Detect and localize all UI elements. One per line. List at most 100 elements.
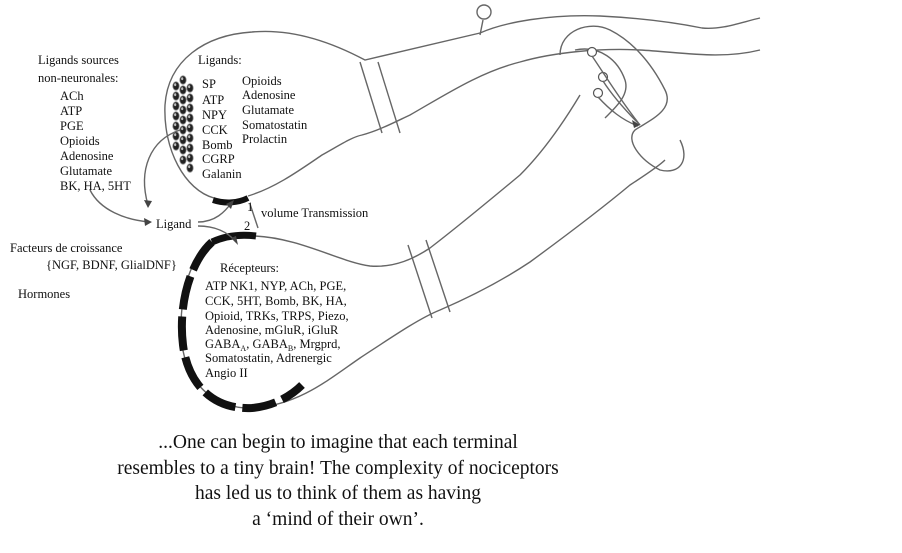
vesicle: [186, 83, 194, 93]
vesicle: [172, 81, 180, 91]
upper-ligand-item-col2: Glutamate: [242, 103, 295, 117]
gaba-b-text: , GABA: [246, 337, 288, 351]
volume-number-1: 1: [247, 200, 253, 214]
receptors-title: Récepteurs:: [220, 261, 279, 275]
spinal-cord-outline: [559, 25, 685, 172]
upper-axon-break-2: [377, 61, 401, 134]
upper-ligand-item-col2: Somatostatin: [242, 118, 308, 132]
vesicle-highlight: [188, 85, 191, 89]
vesicle-highlight: [181, 147, 184, 151]
ganglion-cell-body: [476, 4, 492, 20]
upper-ligand-item-col2: Opioids: [242, 74, 282, 88]
upper-terminal-lower-edge: [247, 48, 761, 197]
vesicle-highlight: [174, 83, 177, 87]
left-sources-title-1: Ligands sources: [38, 53, 119, 67]
spinal-neuron-3: [592, 87, 604, 99]
receptors-line-gaba: GABAA, GABAB, Mrgprd,: [205, 337, 341, 353]
receptors-line: Angio II: [205, 366, 248, 380]
volume-transmission-connector: [249, 203, 259, 229]
upper-ligand-item: SP: [202, 77, 216, 91]
vesicle: [172, 121, 180, 131]
lower-axon-break-2: [425, 239, 451, 313]
vesicle-highlight: [174, 123, 177, 127]
vesicle: [179, 145, 187, 155]
left-source-item: ACh: [60, 89, 84, 103]
vesicle-highlight: [181, 107, 184, 111]
vesicle: [172, 111, 180, 121]
hormones-label: Hormones: [18, 287, 70, 301]
upper-ligand-item-col2: Prolactin: [242, 132, 288, 146]
spinal-arrowhead: [632, 120, 640, 128]
volume-number-2: 2: [244, 219, 250, 233]
arrow-vesicle-release: [143, 129, 181, 206]
arrowhead-to-lower-membrane: [231, 236, 238, 245]
receptors-line: Adenosine, mGluR, iGluR: [205, 323, 339, 337]
vesicle: [186, 103, 194, 113]
left-sources-title-2: non-neuronales:: [38, 71, 119, 85]
spinal-fiber-2: [602, 80, 641, 126]
gaba-a-text: GABA: [205, 337, 240, 351]
receptors-line: Somatostatin, Adrenergic: [205, 351, 332, 365]
left-source-item: ATP: [60, 104, 82, 118]
upper-ligand-item: CCK: [202, 123, 228, 137]
vesicle-highlight: [174, 113, 177, 117]
vesicle: [179, 75, 187, 85]
spinal-neuron-1: [586, 46, 598, 58]
upper-terminal-outline: [164, 15, 761, 199]
vesicle-highlight: [181, 157, 184, 161]
vesicle-highlight: [188, 145, 191, 149]
upper-ligand-item: ATP: [202, 93, 224, 107]
gaba-a-subscript: A: [240, 344, 246, 353]
receptors-line: ATP NK1, NYP, ACh, PGE,: [205, 279, 346, 293]
vesicle-highlight: [181, 77, 184, 81]
left-source-item: Adenosine: [60, 149, 114, 163]
upper-ligand-item: NPY: [202, 108, 227, 122]
vesicle: [179, 135, 187, 145]
caption-line-2: resembles to a tiny brain! The complexit…: [117, 458, 559, 479]
vesicle-highlight: [181, 117, 184, 121]
gaba-b-subscript: B: [288, 344, 293, 353]
upper-ligand-item: Bomb: [202, 138, 233, 152]
vesicle-highlight: [181, 137, 184, 141]
upper-ligand-item: Galanin: [202, 167, 242, 181]
caption-line-1: ...One can begin to imagine that each te…: [158, 432, 518, 453]
vesicle-highlight: [188, 125, 191, 129]
upper-ligands-title: Ligands:: [198, 53, 242, 67]
ganglion-stalk: [479, 19, 484, 36]
vesicle-cluster: [172, 75, 194, 173]
lower-terminal-outline: [180, 159, 666, 409]
arrow-left-sources: [89, 189, 151, 223]
vesicle-highlight: [181, 97, 184, 101]
vesicle-highlight: [188, 165, 191, 169]
vesicle-highlight: [188, 95, 191, 99]
ligand-label: Ligand: [156, 217, 192, 231]
vesicle-highlight: [188, 135, 191, 139]
vesicle: [179, 155, 187, 165]
vesicle-highlight: [188, 105, 191, 109]
left-source-item: Glutamate: [60, 164, 113, 178]
vesicle: [186, 93, 194, 103]
left-source-item: PGE: [60, 119, 84, 133]
lower-membrane-top: [210, 231, 257, 246]
vesicle-highlight: [181, 87, 184, 91]
spinal-fiber-1: [591, 55, 641, 126]
arrowhead-left-sources: [144, 218, 152, 226]
vesicle-highlight: [188, 115, 191, 119]
vesicle-highlight: [181, 127, 184, 131]
vesicle: [172, 91, 180, 101]
arrowhead-vesicle-release: [144, 200, 152, 208]
upper-axon-break-1: [359, 61, 383, 134]
receptors-line: Opioid, TRKs, TRPS, Piezo,: [205, 309, 349, 323]
arrowhead-to-upper-membrane: [226, 200, 234, 209]
upper-ligand-item-col2: Adenosine: [242, 88, 296, 102]
vesicle: [172, 141, 180, 151]
vesicle: [186, 143, 194, 153]
lower-axon-break-1: [407, 244, 433, 319]
vesicle: [186, 133, 194, 143]
vesicle-highlight: [174, 93, 177, 97]
vesicle-highlight: [188, 155, 191, 159]
vesicle-highlight: [174, 143, 177, 147]
growth-factors-title: Facteurs de croissance: [10, 241, 123, 255]
vesicle-highlight: [174, 103, 177, 107]
